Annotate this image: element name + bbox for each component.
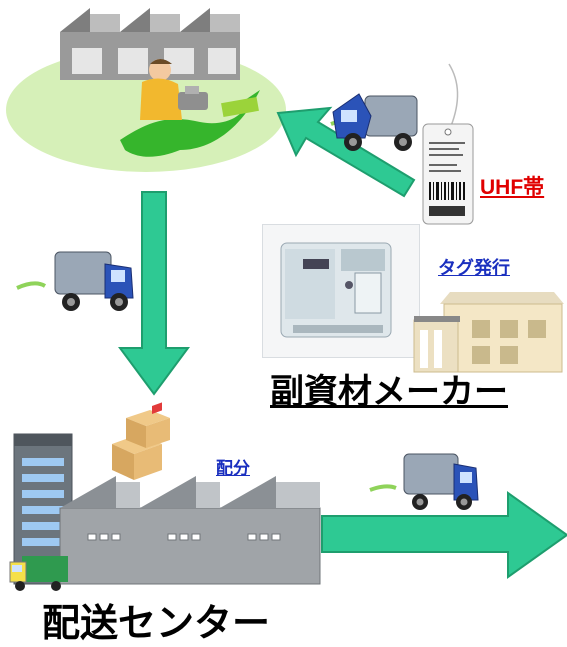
distribution-label: 配分 [216, 459, 250, 479]
garment-factory-scene [0, 0, 300, 175]
factory-building-icon [60, 8, 240, 80]
hang-tag-icon [422, 63, 474, 225]
cardboard-boxes-icon [112, 402, 170, 480]
truck-icon [369, 453, 479, 510]
fabric-roll [221, 96, 259, 118]
distribution-center-label: 配送センター [42, 601, 271, 645]
tag-issue-label: タグ発行 [438, 258, 510, 279]
uhf-band-label: UHF帯 [480, 176, 545, 199]
rfid-tag [415, 60, 475, 230]
fabric-shape [120, 90, 260, 157]
tag-printer-photo [262, 224, 420, 358]
printer-machine-icon [280, 242, 392, 338]
arrow-center-to-shop [321, 491, 567, 579]
maker-building-icon [413, 292, 564, 373]
distribution-center-building [9, 433, 321, 591]
truck-icon [330, 93, 418, 151]
factory-illustration [6, 8, 286, 172]
arrow-maker-to-factory [276, 106, 416, 198]
truck-icon [16, 251, 134, 311]
arrow-factory-to-center [118, 191, 190, 396]
worker-figure [140, 59, 208, 120]
materials-maker-label: 副資材メーカー [270, 372, 508, 412]
small-truck-icon [9, 556, 68, 591]
